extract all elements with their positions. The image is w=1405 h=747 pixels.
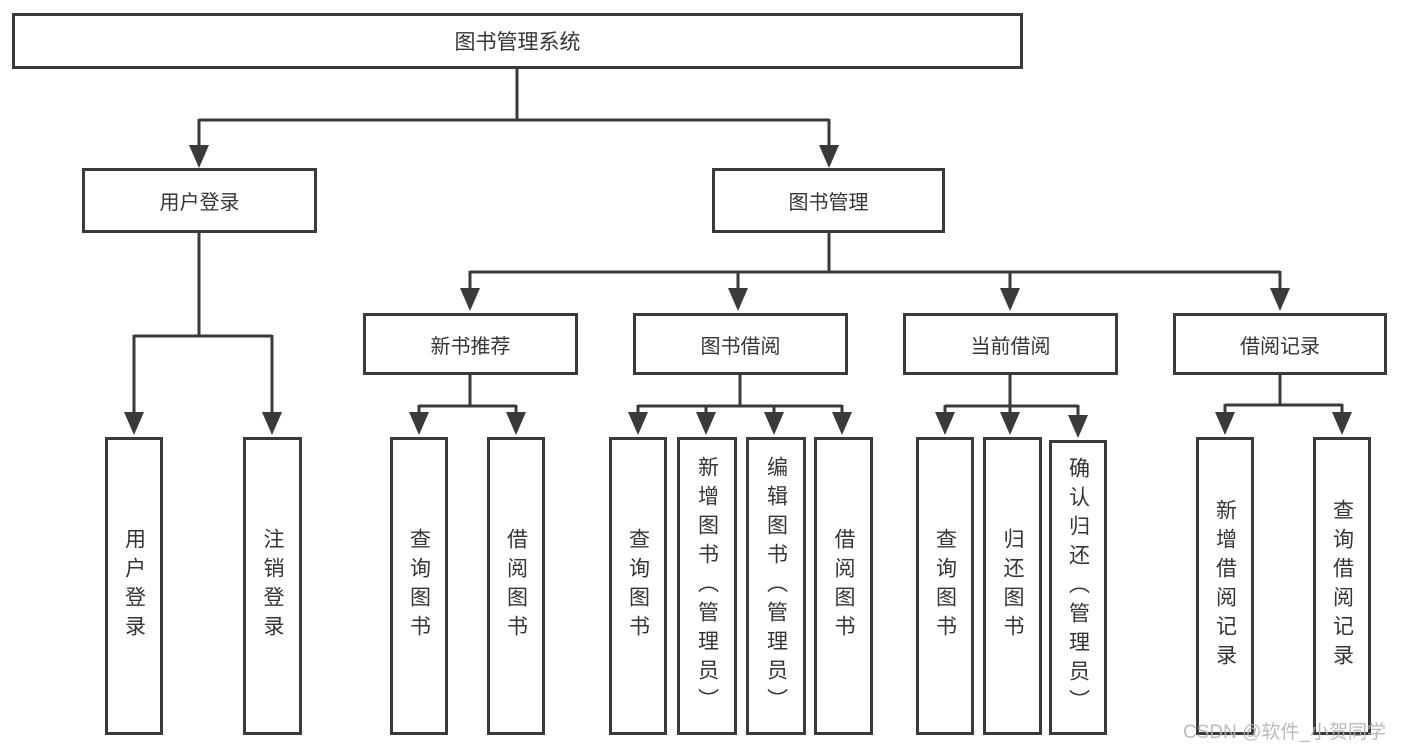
leaf-logout: 注销登录 xyxy=(243,437,302,735)
leaf-label: 确认归还（管理员） xyxy=(1066,457,1090,718)
arrow-down-icon xyxy=(1000,412,1020,435)
arrow-down-icon xyxy=(1332,412,1352,435)
arrow-down-icon xyxy=(1215,412,1235,435)
leaf-label: 查询图书 xyxy=(933,528,957,644)
arrow-down-icon xyxy=(832,412,852,435)
leaf-label: 归还图书 xyxy=(1001,528,1024,644)
leaf-return-books: 归还图书 xyxy=(983,437,1042,735)
arrow-down-icon xyxy=(460,288,480,311)
arrow-down-icon xyxy=(262,412,282,435)
connector-records-group xyxy=(1223,375,1344,415)
leaf-label: 注销登录 xyxy=(261,528,284,644)
node-root-system: 图书管理系统 xyxy=(12,13,1023,69)
node-borrowing-records: 借阅记录 xyxy=(1173,313,1387,375)
arrowheads xyxy=(124,145,1352,438)
node-user-login: 用户登录 xyxy=(82,168,317,233)
connector-borrowing-group xyxy=(636,375,844,415)
arrow-down-icon xyxy=(819,145,839,168)
leaf-edit-books-admin: 编辑图书（管理员） xyxy=(746,437,806,735)
leaf-user-login: 用户登录 xyxy=(105,437,163,735)
leaf-label: 借阅图书 xyxy=(504,528,528,644)
leaf-label: 新增图书（管理员） xyxy=(695,455,719,717)
connector-root-to-level2 xyxy=(197,68,831,149)
node-current-borrowing: 当前借阅 xyxy=(903,313,1118,375)
leaf-query-books-current: 查询图书 xyxy=(916,437,974,735)
arrow-down-icon xyxy=(628,412,648,435)
node-new-book-recommend: 新书推荐 xyxy=(363,313,578,375)
leaf-borrow-books: 借阅图书 xyxy=(814,437,873,735)
arrow-down-icon xyxy=(506,412,526,435)
leaf-label: 查询图书 xyxy=(626,528,650,644)
leaf-label: 用户登录 xyxy=(122,528,146,644)
arrow-down-icon xyxy=(189,145,209,168)
arrow-down-icon xyxy=(696,412,716,435)
arrow-down-icon xyxy=(1270,288,1290,311)
arrow-down-icon xyxy=(935,412,955,435)
leaf-label: 查询图书 xyxy=(407,528,431,644)
node-book-borrowing: 图书借阅 xyxy=(633,313,848,375)
leaf-add-borrow-record: 新增借阅记录 xyxy=(1196,437,1254,735)
leaf-label: 借阅图书 xyxy=(832,528,855,644)
arrow-down-icon xyxy=(728,288,748,311)
csdn-watermark: CSDN @软件_小贺同学 xyxy=(1183,722,1386,743)
leaf-borrow-books-recommend: 借阅图书 xyxy=(487,437,545,735)
leaf-query-books-borrowing: 查询图书 xyxy=(609,437,667,735)
leaf-query-borrow-record: 查询借阅记录 xyxy=(1313,437,1371,735)
connector-current-group xyxy=(943,375,1080,417)
arrow-down-icon xyxy=(764,412,784,435)
node-book-management: 图书管理 xyxy=(712,168,945,233)
connector-book-mgmt-to-level3 xyxy=(468,232,1282,291)
arrow-down-icon xyxy=(1068,415,1088,438)
arrow-down-icon xyxy=(124,412,144,435)
leaf-confirm-return-admin: 确认归还（管理员） xyxy=(1049,440,1107,735)
leaf-label: 新增借阅记录 xyxy=(1213,499,1237,673)
connector-newbook-group xyxy=(417,375,518,415)
leaf-label: 编辑图书（管理员） xyxy=(764,455,788,717)
connector-user-login-group xyxy=(132,232,274,415)
arrow-down-icon xyxy=(1000,288,1020,311)
leaf-label: 查询借阅记录 xyxy=(1330,499,1354,673)
leaf-add-books-admin: 新增图书（管理员） xyxy=(677,437,737,735)
arrow-down-icon xyxy=(409,412,429,435)
leaf-query-books-recommend: 查询图书 xyxy=(390,437,448,735)
